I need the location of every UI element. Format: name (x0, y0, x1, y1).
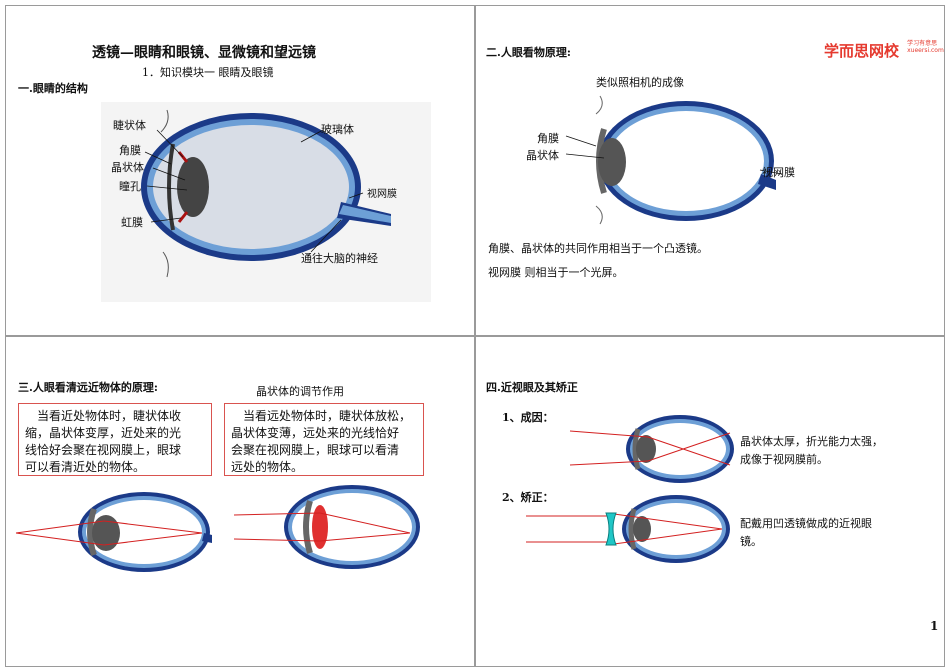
far-text-line: 当看远处物体时，睫状体放松， (231, 409, 412, 423)
slide-accommodation: 三.人眼看清远近物体的原理: 晶状体的调节作用 当看近处物体时，睫状体收 缩，晶… (5, 336, 475, 667)
near-text-line: 缩，晶状体变厚，近处来的光 (25, 426, 182, 440)
explanation-line-1: 角膜、晶状体的共同作用相当于一个凸透镜。 (488, 242, 708, 255)
correction-text-line: 镜。 (740, 535, 762, 548)
page-title: 透镜—眼睛和眼镜、显微镜和望远镜 (92, 45, 316, 61)
far-text-line: 会聚在视网膜上，眼球可以看清 (231, 443, 400, 457)
section-heading: 二.人眼看物原理: (486, 46, 571, 59)
cause-text-line: 晶状体太厚，折光能力太强， (740, 435, 883, 448)
near-text-line: 可以看清近处的物体。 (25, 460, 146, 474)
cause-label: 1、成因： (502, 411, 554, 424)
section-heading: 三.人眼看清远近物体的原理: (18, 381, 158, 394)
section-heading: 四.近视眼及其矫正 (486, 381, 578, 394)
label-ciliary: 睫状体 (113, 118, 146, 132)
cause-text-line: 成像于视网膜前。 (740, 453, 828, 466)
label-nerve: 通往大脑的神经 (301, 251, 378, 265)
label-lens: 晶状体 (526, 149, 559, 162)
far-text-line: 晶状体变薄，远处来的光线恰好 (231, 426, 400, 440)
label-retina: 视网膜 (762, 166, 795, 179)
label-vitreous: 玻璃体 (321, 122, 354, 136)
slide-myopia: 四.近视眼及其矫正 1、成因： 晶状体太厚，折光能力太强， 成像于视网膜前。 2… (475, 336, 945, 667)
slide-eye-structure: 透镜—眼睛和眼镜、显微镜和望远镜 1．知识模块一 眼睛及眼镜 一.眼睛的结构 睫… (5, 5, 475, 336)
far-text-line: 远处的物体。 (231, 460, 304, 474)
correction-text-line: 配戴用凹透镜做成的近视眼 (740, 517, 872, 530)
slide-seeing-principle: 二.人眼看物原理: 学而思网校 学习有意思 xueersi.com 类似照相机的… (475, 5, 945, 336)
logo-tagline: 学习有意思 (907, 40, 938, 47)
label-lens: 晶状体 (111, 160, 144, 174)
label-cornea: 角膜 (119, 144, 141, 157)
brand-logo: 学而思网校 学习有意思 xueersi.com (824, 40, 944, 62)
eye-structure-diagram: 睫状体 角膜 晶状体 瞳孔 虹膜 玻璃体 视网膜 通往大脑的神经 (101, 102, 431, 302)
label-cornea: 角膜 (537, 132, 559, 145)
caption: 类似照相机的成像 (596, 76, 684, 89)
label-pupil: 瞳孔 (119, 179, 141, 193)
near-vision-textbox: 当看近处物体时，睫状体收 缩，晶状体变厚，近处来的光 线恰好会聚在视网膜上，眼球… (18, 403, 212, 476)
myopia-cause-diagram (569, 415, 734, 483)
label-retina: 视网膜 (367, 187, 397, 200)
logo-domain: xueersi.com (907, 47, 944, 54)
caption: 晶状体的调节作用 (256, 385, 344, 398)
near-text-line: 线恰好会聚在视网膜上，眼球 (25, 443, 182, 457)
far-vision-diagram (233, 485, 420, 569)
logo-text: 学而思网校 (824, 42, 900, 60)
section-heading: 一.眼睛的结构 (18, 82, 88, 95)
explanation-line-2: 视网膜 则相当于一个光屏。 (488, 266, 624, 279)
far-vision-textbox: 当看远处物体时，睫状体放松， 晶状体变薄，远处来的光线恰好 会聚在视网膜上，眼球… (224, 403, 424, 476)
page-number: 1 (930, 619, 939, 633)
near-vision-diagram (15, 492, 212, 572)
near-text-line: 当看近处物体时，睫状体收 (25, 409, 182, 423)
concave-lens (605, 512, 617, 546)
subtitle: 1．知识模块一 眼睛及眼镜 (142, 66, 274, 79)
myopia-correction-diagram (526, 495, 730, 563)
correction-label: 2、矫正： (502, 491, 554, 504)
label-iris: 虹膜 (121, 216, 143, 229)
camera-analogy-diagram (565, 95, 783, 225)
